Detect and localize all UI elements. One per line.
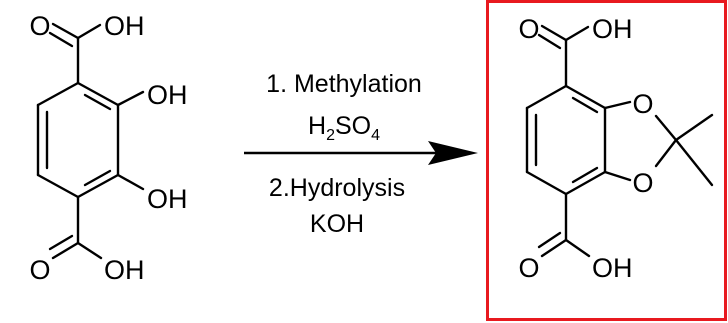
atom-label: O xyxy=(518,253,539,283)
bond xyxy=(603,170,632,182)
atom-label: O xyxy=(632,89,653,119)
atom-label: O xyxy=(29,11,50,41)
bond xyxy=(525,170,568,196)
reactant-structure: O OH OH OH O OH xyxy=(29,11,187,285)
atom-label: O xyxy=(29,255,50,285)
bond xyxy=(76,23,102,40)
step-2-label: 2.Hydrolysis xyxy=(269,174,405,202)
bond xyxy=(76,241,103,260)
bond xyxy=(564,238,591,258)
bond xyxy=(48,234,74,251)
atom-label: O xyxy=(518,14,539,44)
bond xyxy=(525,84,568,110)
reagent-part: H xyxy=(308,112,326,140)
reagent-2-label: KOH xyxy=(310,210,364,238)
bond xyxy=(571,96,599,114)
bond xyxy=(564,25,590,42)
bond xyxy=(76,173,120,199)
atom-label: OH xyxy=(147,184,188,214)
bond xyxy=(116,173,145,191)
product-highlight-box xyxy=(486,0,727,321)
step-1-label: 1. Methylation xyxy=(266,70,422,98)
bond xyxy=(36,81,80,107)
atom-label: OH xyxy=(592,14,633,44)
bond xyxy=(540,24,568,42)
bond xyxy=(603,100,632,110)
bond xyxy=(564,84,607,110)
bond xyxy=(116,90,145,107)
atom-label: OH xyxy=(104,11,145,41)
bond xyxy=(654,114,678,142)
bond xyxy=(654,138,678,168)
bond xyxy=(537,33,562,50)
bond xyxy=(36,173,80,199)
reagent-subscript: 4 xyxy=(371,127,380,144)
product-structure: O OH O O O OH xyxy=(518,14,714,283)
bond xyxy=(48,31,74,48)
bond xyxy=(537,231,562,249)
bond xyxy=(83,169,112,187)
atom-label: O xyxy=(632,168,653,198)
bond xyxy=(76,81,120,107)
bond xyxy=(674,138,714,187)
atom-label: OH xyxy=(104,255,145,285)
atom-label: OH xyxy=(147,80,188,110)
reagent-1-label: H2SO4 xyxy=(308,112,380,144)
reaction-conditions: 1. Methylation H2SO4 2.Hydrolysis KOH xyxy=(244,70,478,238)
bond xyxy=(51,241,80,260)
reagent-subscript: 2 xyxy=(326,127,335,144)
reagent-part: SO xyxy=(335,112,371,140)
bond xyxy=(51,22,80,40)
bond xyxy=(674,113,714,142)
bond xyxy=(83,93,112,111)
bond xyxy=(540,238,568,258)
reaction-arrow-head xyxy=(428,141,478,165)
atom-label: OH xyxy=(592,253,633,283)
bond xyxy=(571,166,599,184)
bond xyxy=(564,170,607,196)
